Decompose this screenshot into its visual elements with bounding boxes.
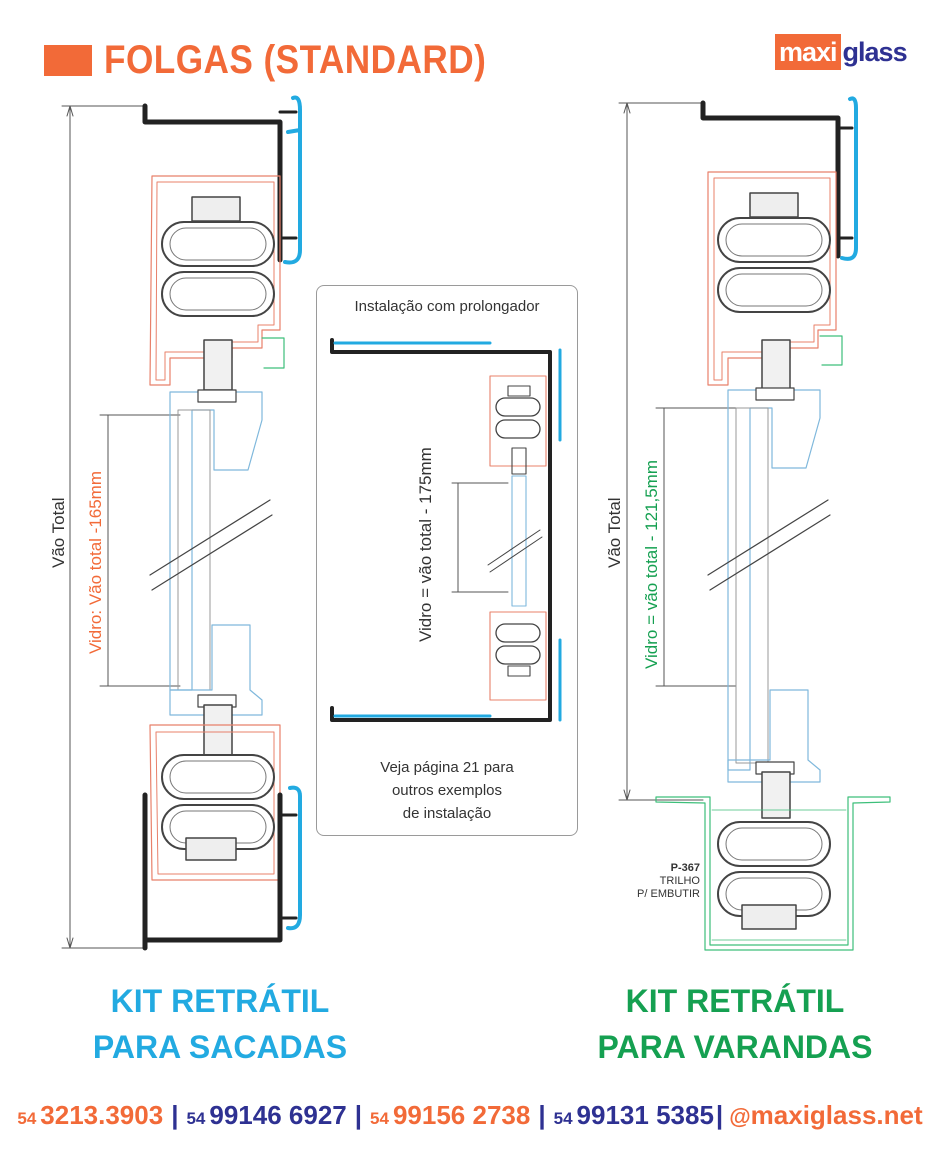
phone-number[interactable]: 99131 5385 [576,1100,714,1130]
maxiglass-logo: maxi glass [775,32,908,72]
logo-glass: glass [842,36,908,67]
right-total-label: Vão Total [605,497,624,568]
at-sign: @ [729,1104,751,1129]
right-section-drawing [618,96,891,951]
left-total-label: Vão Total [49,497,68,568]
logo-maxi: maxi [775,34,841,70]
phone-number[interactable]: 3213.3903 [40,1100,164,1130]
title-marker [44,45,92,76]
separator: | [715,1100,724,1130]
area-code: 54 [370,1109,389,1128]
rail-part-label: P-367 TRILHO P/ EMBUTIR [600,862,700,901]
inset-title: Instalação com prolongador [354,298,540,315]
kit-title-line: KIT RETRÁTIL [625,983,845,1019]
website-link[interactable]: maxiglass.net [750,1100,923,1130]
inset-note-line: Veja página 21 para [380,759,514,776]
kit-title-line: PARA SACADAS [92,1029,348,1065]
part-line: TRILHO [659,875,700,887]
phone-number[interactable]: 99146 6927 [209,1100,347,1130]
inset-note-line: de instalação [402,805,492,822]
phone-number[interactable]: 99156 2738 [392,1100,531,1130]
page-header: FOLGAS (STANDARD) [44,38,538,83]
left-section-drawing [61,95,302,951]
area-code: 54 [186,1109,206,1128]
separator: | [538,1100,546,1130]
inset-note: Veja página 21 para outros exemplos de i… [317,756,577,825]
separator: | [354,1100,363,1130]
part-code: P-367 [670,862,700,874]
left-glass-label: Vidro: Vão total -165mm [86,471,105,654]
area-code: 54 [17,1109,37,1128]
kit-title-line: PARA VARANDAS [597,1029,873,1065]
right-glass-label: Vidro = vão total - 121,5mm [642,460,661,669]
inset-note-line: outros exemplos [391,782,503,799]
separator: | [171,1100,179,1130]
part-line: P/ EMBUTIR [637,888,700,900]
center-glass-label: Vidro = vão total - 175mm [416,447,435,642]
page-title: FOLGAS (STANDARD) [104,38,487,82]
kit-title-line: KIT RETRÁTIL [110,983,330,1019]
extension-install-inset: Instalação com prolongador Veja página 2… [316,285,578,836]
kit-varandas-title: KIT RETRÁTIL PARA VARANDAS [565,978,905,1070]
center-section-drawing [330,338,562,722]
kit-sacadas-title: KIT RETRÁTIL PARA SACADAS [60,978,380,1070]
area-code: 54 [553,1109,573,1128]
